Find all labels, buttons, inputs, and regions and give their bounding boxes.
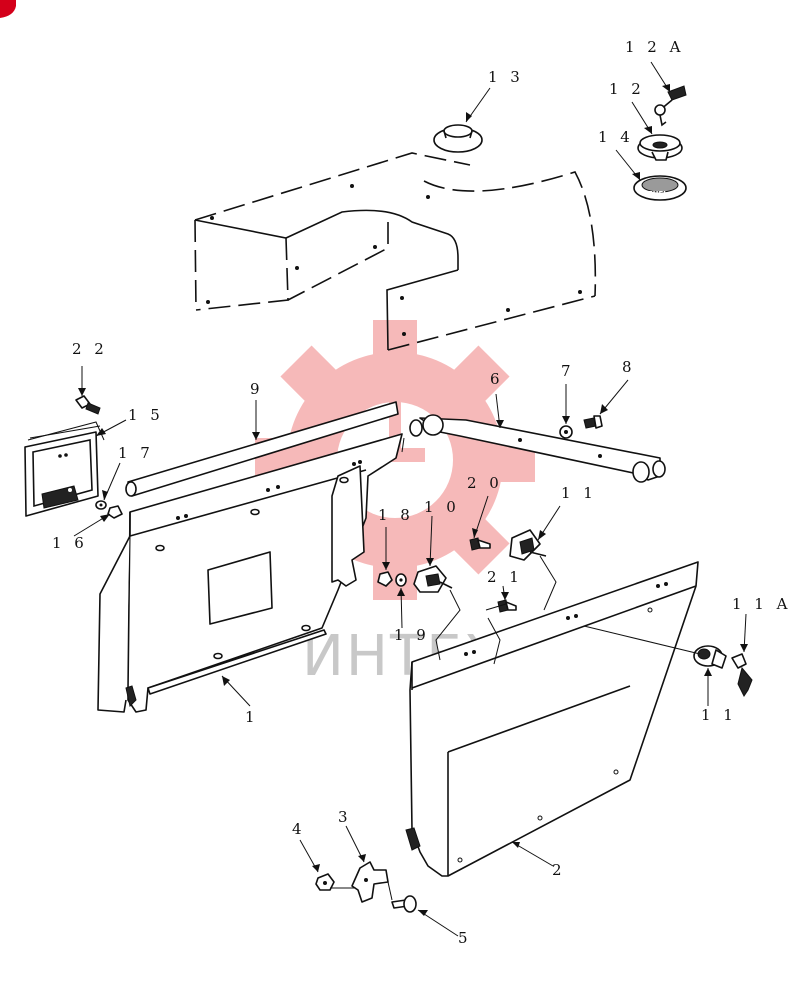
latch-10 [413,565,453,593]
fuel-ring-14: FUEL [633,175,687,201]
washer-17 [95,500,107,510]
callout-15: 1 5 [128,406,164,424]
callout-3: 3 [338,808,352,826]
callout-6: 6 [490,370,504,388]
hinge-rod-6 [409,414,666,483]
lock-11 [693,645,727,669]
callout-14: 1 4 [598,128,634,146]
callout-21: 2 1 [487,568,523,586]
bolt-5 [391,895,417,913]
fuel-cap-12 [637,134,683,161]
callout-8: 8 [622,358,636,376]
nut-16 [107,505,123,519]
bolt-21 [497,599,517,613]
bolt-20 [469,537,491,551]
callout-7: 7 [561,362,575,380]
bracket-3 [351,861,389,903]
callout-16: 1 6 [52,534,88,552]
callout-1: 1 [245,708,259,726]
rod-9 [125,401,399,497]
callout-labels: 1 3 1 2 A 1 2 1 4 2 2 1 5 1 7 1 6 9 6 7 … [52,38,791,947]
left-side-panel-1 [97,433,403,713]
callout-2: 2 [552,861,566,879]
callout-9: 9 [250,380,264,398]
key-12a [654,85,687,127]
nut-4 [315,873,335,891]
washer-7 [559,425,573,439]
bolt-22 [75,395,101,415]
callout-22: 2 2 [72,340,108,358]
callout-20: 2 0 [467,474,503,492]
callout-11-lower: 1 1 [701,706,737,724]
latch-11 [509,529,547,561]
callout-10: 1 0 [424,498,460,516]
washer-19 [395,573,407,587]
assembly-lines [29,425,701,901]
fuel-cap-label: FUEL [648,190,668,198]
corner-marker [0,0,16,18]
nut-18 [377,571,393,587]
key-11a [731,653,753,697]
callout-12: 1 2 [609,80,645,98]
callout-12a: 1 2 A [625,38,684,56]
fuel-neck-13 [433,124,483,153]
callout-17: 1 7 [118,444,154,462]
callout-11a: 1 1 A [732,595,791,613]
callout-18: 1 8 [378,506,414,524]
callout-11-upper: 1 1 [561,484,597,502]
callout-4: 4 [292,820,306,838]
callout-5: 5 [458,929,472,947]
bolt-8 [583,415,603,429]
right-side-panel-2 [405,561,699,877]
callout-19: 1 9 [394,626,430,644]
leader-arrowheads [78,84,748,916]
hood-top-panel [194,152,597,351]
callout-13: 1 3 [488,68,524,86]
bracket-panel-15 [24,421,105,517]
